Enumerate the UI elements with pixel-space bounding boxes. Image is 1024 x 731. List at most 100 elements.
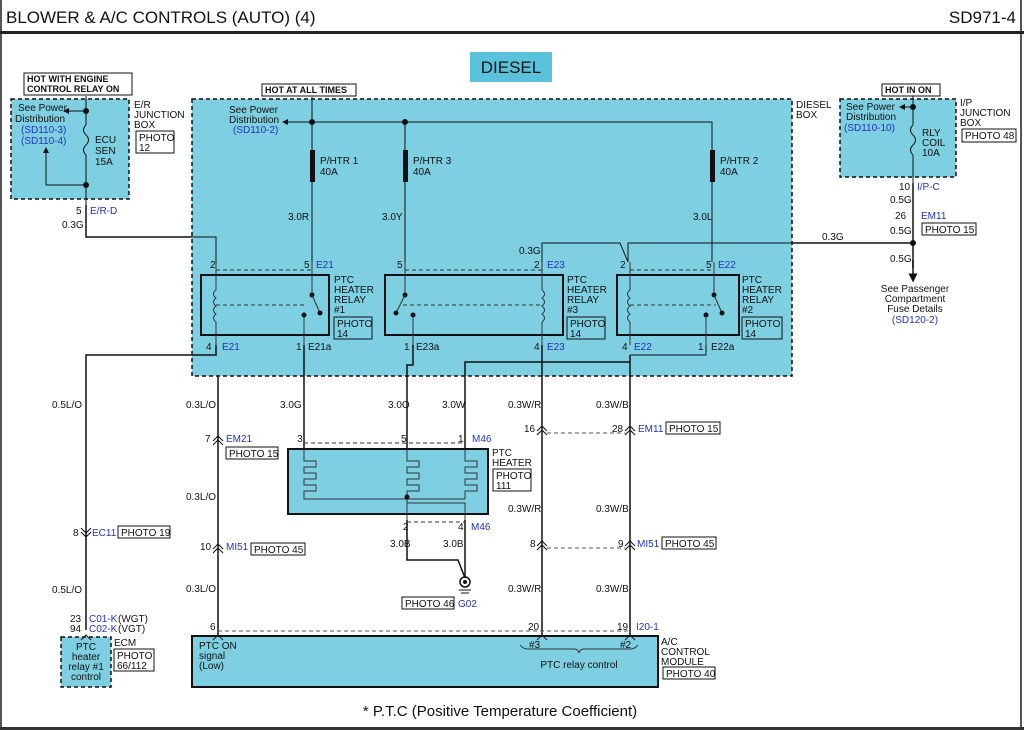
svg-text:Distribution: Distribution [15,114,65,125]
svg-text:#2: #2 [620,640,632,651]
ip-junction-box: See Power Distribution (SD110-10) RLY CO… [839,96,1017,183]
svg-text:2: 2 [210,260,216,271]
svg-text:3.0R: 3.0R [288,212,309,223]
svg-text:ECM: ECM [114,638,136,649]
svg-text:#3: #3 [567,305,579,316]
svg-text:PTC: PTC [334,275,354,286]
svg-text:3.0B: 3.0B [390,539,411,550]
svg-text:DIESEL: DIESEL [796,100,832,111]
svg-text:111: 111 [496,481,512,492]
svg-text:E21: E21 [222,342,240,353]
svg-text:HEATER: HEATER [742,285,782,296]
svg-text:2: 2 [534,260,540,271]
svg-text:E21a: E21a [308,342,332,353]
svg-text:CONTROL: CONTROL [661,647,710,658]
svg-text:signal: signal [199,651,225,662]
svg-text:EC11: EC11 [92,528,117,539]
svg-text:20: 20 [528,622,540,633]
svg-text:PHOTO: PHOTO [337,319,373,330]
svg-text:SEN: SEN [95,146,116,157]
svg-text:16: 16 [524,424,536,435]
svg-text:PHOTO 19: PHOTO 19 [121,528,171,539]
svg-text:PHOTO: PHOTO [117,651,153,662]
svg-text:See Power: See Power [18,103,68,114]
svg-text:EM11: EM11 [638,424,664,435]
connector-mi51-right: 8 9 MI51 PHOTO 45 [530,536,717,551]
svg-text:E/R-D: E/R-D [90,206,117,217]
hot-in-on-label: HOT IN ON [881,83,941,97]
svg-text:C02-K: C02-K [89,624,118,635]
svg-text:RLY: RLY [922,128,941,139]
ptc-heater: 3 5 1 M46 PTC HEATER PHOTO 111 2 4 M46 [287,434,532,533]
svg-text:0.3W/B: 0.3W/B [596,584,629,595]
svg-text:I20-1: I20-1 [636,622,659,633]
svg-text:E21: E21 [316,260,334,271]
svg-text:66/112: 66/112 [117,661,147,672]
svg-text:15A: 15A [95,157,113,168]
svg-text:PTC: PTC [567,275,587,286]
svg-text:8: 8 [73,528,79,539]
connector-mi51-left: 10 MI51 PHOTO 45 [200,542,306,556]
svg-text:0.5L/O: 0.5L/O [52,585,82,596]
svg-text:10: 10 [899,182,911,193]
svg-text:4: 4 [534,342,540,353]
svg-text:3.0O: 3.0O [388,400,410,411]
svg-text:P/HTR 1: P/HTR 1 [320,156,359,167]
svg-text:1: 1 [698,342,704,353]
svg-text:#1: #1 [334,305,346,316]
svg-text:HEATER: HEATER [334,285,374,296]
svg-text:12: 12 [139,143,151,154]
svg-text:0.3W/R: 0.3W/R [508,584,541,595]
wire-relay2-to-heater [464,361,630,376]
svg-text:See Power: See Power [229,105,279,116]
svg-text:0.5G: 0.5G [890,195,912,206]
svg-text:#3: #3 [529,640,541,651]
svg-text:C01-K: C01-K [89,614,118,625]
svg-text:3.0W: 3.0W [442,400,466,411]
wire-labels: 0.5L/O 0.5L/O 0.3L/O 0.3L/O 0.3L/O 3.0G … [52,400,629,596]
svg-text:0.3W/B: 0.3W/B [596,400,629,411]
svg-text:(SD110-4): (SD110-4) [21,136,66,147]
diesel-label: DIESEL [481,58,541,77]
svg-text:14: 14 [745,329,757,340]
svg-text:Fuse Details: Fuse Details [887,304,943,315]
svg-text:0.3L/O: 0.3L/O [186,492,216,503]
footnote: * P.T.C (Positive Temperature Coefficien… [363,703,637,720]
svg-text:14: 14 [570,329,582,340]
svg-text:5: 5 [397,260,403,271]
svg-text:PHOTO 45: PHOTO 45 [665,539,715,550]
svg-text:JUNCTION: JUNCTION [134,110,185,121]
svg-text:PTC relay control: PTC relay control [540,660,617,671]
svg-text:(SD110-3): (SD110-3) [21,125,66,136]
svg-text:EM21: EM21 [226,434,253,445]
svg-text:See Power: See Power [846,102,896,113]
svg-text:RELAY: RELAY [567,295,599,306]
svg-text:40A: 40A [320,167,338,178]
svg-text:CONTROL RELAY ON: CONTROL RELAY ON [27,84,119,94]
svg-text:M46: M46 [472,434,492,445]
svg-text:28: 28 [612,424,624,435]
svg-text:M46: M46 [471,522,491,533]
svg-text:HOT WITH ENGINE: HOT WITH ENGINE [27,74,109,84]
svg-text:3.0B: 3.0B [443,539,464,550]
svg-text:40A: 40A [720,167,738,178]
er-junction-box: See Power Distribution (SD110-3) (SD110-… [10,96,185,231]
svg-text:G02: G02 [458,599,477,610]
svg-text:E22: E22 [634,342,652,353]
svg-text:PHOTO 46: PHOTO 46 [405,599,455,610]
fuse-phtr1: P/HTR 1 40A 3.0R [288,122,359,262]
svg-text:0.3G: 0.3G [822,232,844,243]
svg-text:8: 8 [530,539,536,550]
page-title: BLOWER & A/C CONTROLS (AUTO) (4) [6,8,316,27]
svg-text:(VGT): (VGT) [118,624,145,635]
svg-text:PHOTO 45: PHOTO 45 [254,545,304,556]
svg-text:#2: #2 [742,305,754,316]
svg-text:5: 5 [401,434,407,445]
svg-text:PHOTO: PHOTO [139,133,175,144]
svg-text:3.0L: 3.0L [693,212,713,223]
svg-text:0.3W/R: 0.3W/R [508,400,541,411]
svg-text:relay #1: relay #1 [68,662,104,673]
svg-text:BOX: BOX [134,120,155,131]
svg-text:2: 2 [403,522,409,533]
svg-text:JUNCTION: JUNCTION [960,108,1011,119]
